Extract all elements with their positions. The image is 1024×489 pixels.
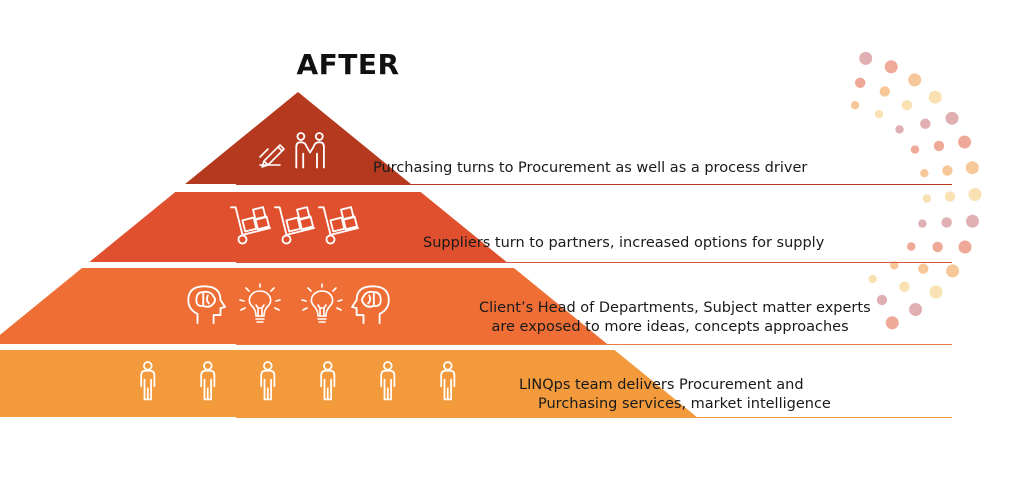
decorative-dot [890,261,899,270]
person-icon [200,361,216,401]
handshake-people-icon [295,132,325,169]
decorative-dot [922,194,932,203]
decorative-dot [874,110,884,119]
decorative-dot [965,161,979,175]
level-4-text-line-1: LINQps team delivers Procurement and [519,377,804,393]
decorative-dot [918,263,929,274]
decorative-dot [945,111,959,125]
decorative-dot [920,118,931,129]
hand-truck-boxes-icon [274,206,316,245]
person-icon [320,361,336,401]
decorative-dot [910,145,920,154]
decorative-dot [941,217,952,228]
pyramid-tier-3 [0,268,608,344]
decorative-dot [944,191,956,202]
decorative-dot [868,274,877,284]
divider-line-level-2 [236,262,952,264]
decorative-dot [929,285,943,299]
decorative-dot [899,281,910,292]
decorative-dot [908,73,922,87]
pyramid-tier-2 [89,192,507,262]
decorative-dot [932,241,943,253]
decorative-dot [946,264,960,278]
decorative-dot [850,101,860,110]
head-brain-icon [187,285,227,325]
divider-line-level-1 [236,184,952,186]
decorative-dot [907,242,916,251]
head-brain-icon [351,285,390,325]
pyramid-tiers [0,92,697,417]
decorative-dot [859,51,873,65]
decorative-dot [901,100,913,111]
person-icon [260,361,276,401]
lightbulb-icon [301,283,343,323]
pyramid-tier-4 [0,350,697,417]
decorative-dot [928,90,942,104]
person-icon [140,361,156,401]
decorative-dot [966,214,979,228]
level-3-text-line-1: Client’s Head of Departments, Subject ma… [479,300,871,316]
level-4-text-line-2: Purchasing services, market intelligence [538,396,831,412]
level-1-description: Purchasing turns to Procurement as well … [373,159,807,178]
decorative-dot [942,165,953,176]
divider-line-level-3 [236,344,952,346]
pencil-on-paper-icon [259,144,285,168]
decorative-dot [958,135,972,149]
decorative-dot [968,188,982,201]
level-2-description: Suppliers turn to partners, increased op… [423,234,824,253]
decorative-dot [879,86,890,97]
decorative-dot [933,140,945,152]
decorative-dot [885,316,899,330]
hand-truck-boxes-icon [318,206,360,245]
person-icon [380,361,396,401]
decorative-dot [920,169,929,178]
decorative-dot-arc [850,51,982,330]
decorative-dot [918,219,927,228]
level-1-text-line: Purchasing turns to Procurement as well … [373,160,808,176]
level-3-text-line-2: are exposed to more ideas, concepts appr… [491,319,849,335]
decorative-dot [855,77,866,89]
decorative-dot [895,125,904,134]
level-4-description: LINQps team delivers Procurement and Pur… [519,376,831,414]
level-2-text-line: Suppliers turn to partners, increased op… [423,235,825,251]
divider-line-level-4 [236,417,952,419]
page-title: AFTER [296,48,400,81]
decorative-dot [909,303,923,316]
hand-truck-boxes-icon [230,206,272,245]
decorative-dot [876,294,888,306]
decorative-dot [958,240,972,254]
decorative-dot [884,60,898,74]
lightbulb-icon [239,283,281,323]
level-3-description: Client’s Head of Departments, Subject ma… [479,299,871,337]
person-icon [440,361,456,401]
